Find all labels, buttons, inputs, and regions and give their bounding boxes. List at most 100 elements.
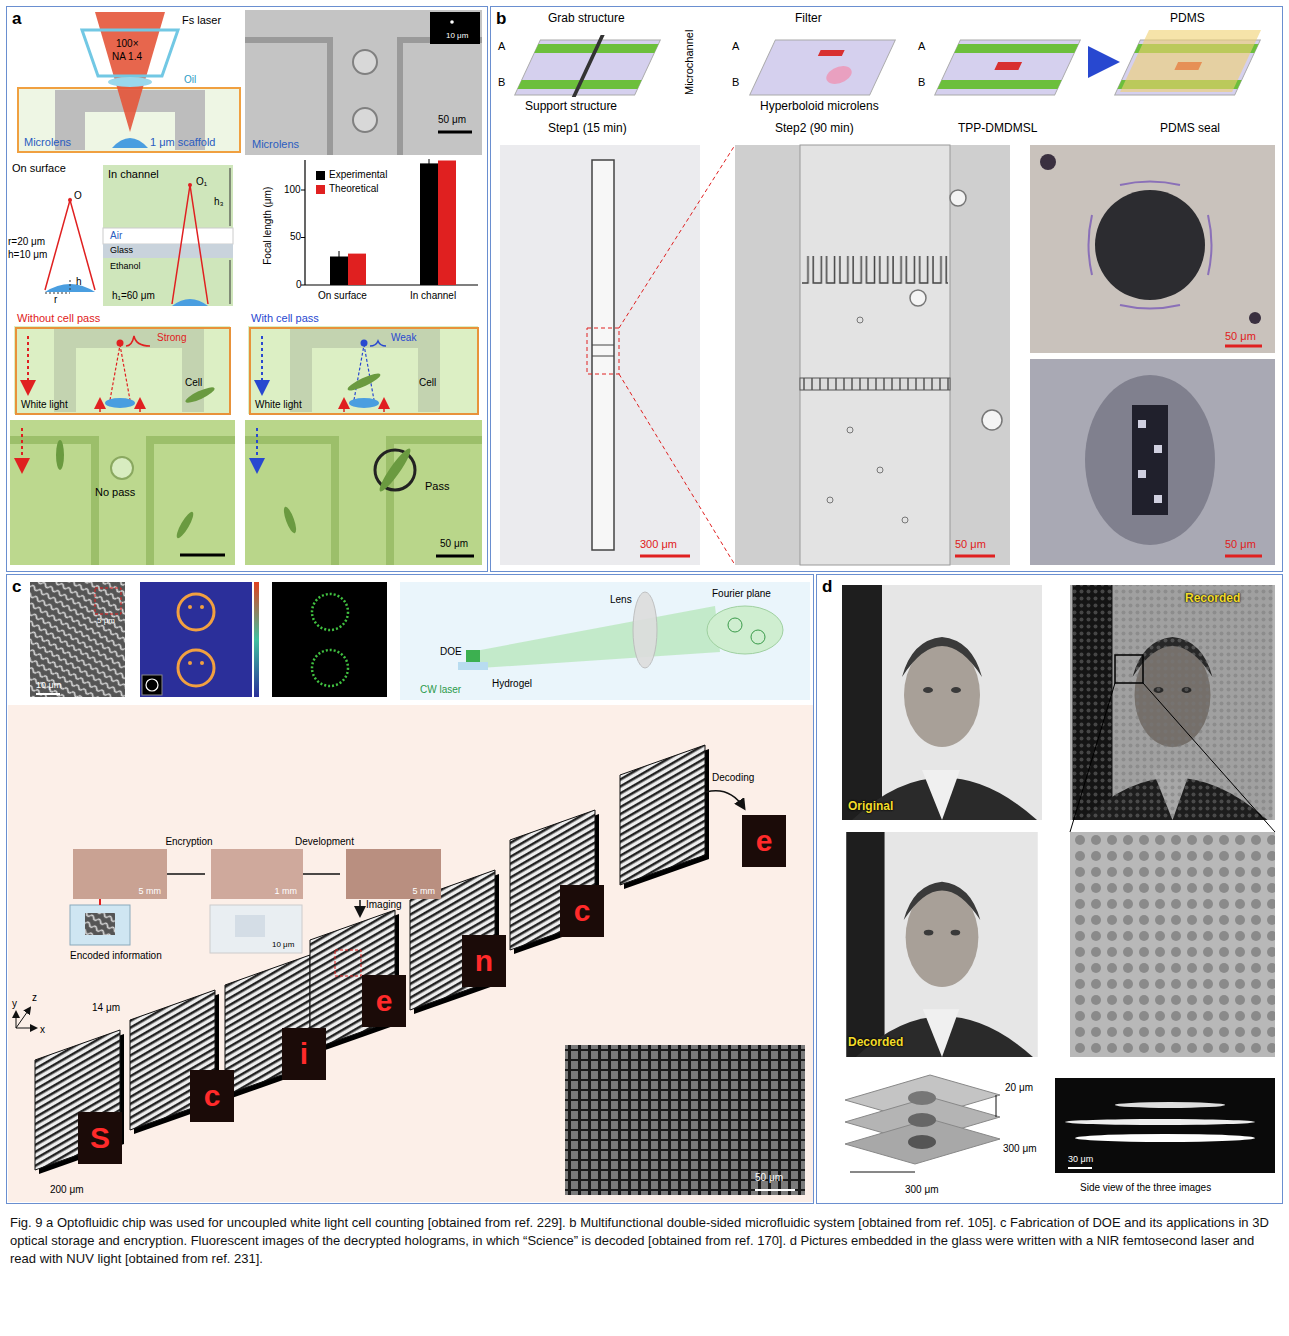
illustration-shape [95, 588, 121, 614]
figure-label: 10 μm [36, 680, 61, 690]
illustration-shape [126, 336, 150, 346]
illustration-shape [178, 594, 214, 630]
figure-panel: aWithout cell passStrongWhite lightCellW… [6, 6, 488, 572]
illustration-shape [103, 228, 233, 244]
illustration-shape [1075, 1134, 1255, 1142]
figure-panel: b [490, 6, 1283, 572]
illustration-shape [565, 1045, 805, 1195]
figure-label: 50 μm [955, 538, 986, 551]
illustration-shape [994, 62, 1022, 70]
illustration-shape [188, 183, 192, 187]
illustration-shape [230, 168, 231, 226]
illustration-shape [245, 10, 482, 155]
figure-label: Encoded information [70, 950, 162, 962]
illustration-shape [70, 280, 71, 292]
illustration-shape [16, 1028, 36, 1029]
illustration-shape [937, 80, 1061, 89]
illustration-shape [1070, 832, 1275, 1057]
illustration-shape [45, 200, 95, 290]
figure-label: A [498, 40, 505, 53]
figure-label: Glass [110, 245, 133, 255]
figure-label: TPP-DMDMSL [958, 122, 1037, 136]
illustration-shape [1088, 60, 1112, 64]
illustration-shape [908, 1113, 936, 1127]
illustration-shape [1030, 145, 1275, 353]
illustration-shape [728, 618, 742, 632]
figure-label: 10 μm [446, 31, 468, 40]
illustration-shape [103, 244, 233, 258]
illustration-shape [272, 582, 387, 697]
figure-label: 0 [296, 279, 302, 291]
figure-panel: c5 mm1 mm5 mm [6, 574, 814, 1204]
illustration-shape [188, 605, 192, 609]
illustration-shape [847, 427, 853, 433]
legend-swatch [316, 185, 325, 194]
illustration-shape [70, 905, 130, 945]
illustration-shape [335, 950, 361, 976]
illustration-shape [470, 606, 720, 668]
illustration-shape [514, 35, 663, 97]
illustration-shape [361, 340, 368, 347]
figure-label: Hyperboloid microlens [760, 100, 879, 114]
illustration-shape [592, 345, 614, 346]
photo-box: 1 mm [211, 849, 303, 899]
illustration-shape [383, 400, 385, 412]
illustration-shape [1154, 445, 1162, 453]
illustration-shape [254, 582, 259, 697]
figure-label: 100 [284, 184, 301, 196]
illustration-shape [14, 326, 230, 414]
illustration-shape [500, 145, 700, 565]
illustration-shape [117, 340, 124, 347]
node-text: Without cell pass [17, 312, 100, 325]
figure-label: 50 μm [1225, 330, 1256, 343]
figure-label: Filter [795, 12, 822, 26]
illustration-shape [190, 1070, 234, 1122]
illustration-shape [230, 260, 231, 304]
illustration-shape [400, 582, 810, 700]
illustration-shape [85, 913, 115, 935]
figure-label: Hydrogel [492, 678, 532, 690]
illustration-shape [339, 251, 340, 262]
illustration-shape [180, 554, 225, 557]
figure-label: Step1 (15 min) [548, 122, 627, 136]
figure-label: Microchannel [684, 29, 697, 94]
illustration-shape [1095, 190, 1205, 300]
illustration-shape [261, 336, 263, 392]
illustration-shape [256, 428, 258, 470]
illustration-shape [750, 40, 896, 95]
hologram-letter: i [300, 1037, 308, 1072]
figure-label: Microlens [24, 136, 71, 149]
illustration-shape [908, 1091, 936, 1105]
figure-label: 50 [290, 231, 301, 243]
figure-label: Lens [610, 594, 632, 606]
hologram-letter: n [475, 944, 493, 979]
illustration-shape [902, 517, 908, 523]
figure-label: B [498, 76, 505, 89]
hologram-letter: e [756, 824, 773, 859]
illustration-shape [312, 594, 348, 630]
illustration-shape [620, 745, 705, 885]
illustration-shape [362, 975, 406, 1027]
figure-label: In channel [410, 290, 456, 302]
illustration-shape [908, 1135, 936, 1149]
node-text: Strong [157, 332, 186, 344]
illustration-shape [420, 163, 438, 285]
illustration-shape [800, 145, 950, 565]
figure-label: Support structure [525, 100, 617, 114]
illustration-shape [54, 328, 204, 412]
illustration-shape [68, 198, 72, 202]
illustration-shape [1115, 655, 1143, 683]
node-text: 5 mm [413, 886, 436, 896]
figure-label: 50 μm [440, 538, 468, 550]
illustration-shape [827, 497, 833, 503]
figure-label: B [918, 76, 925, 89]
figure-label: No pass [95, 486, 135, 499]
illustration-shape [1132, 405, 1168, 515]
legend-text: Theoretical [329, 183, 378, 195]
illustration-shape [282, 1028, 326, 1080]
illustration-shape [21, 428, 23, 470]
arrow-line [167, 873, 205, 875]
figure-label: Ethanol [110, 261, 141, 271]
